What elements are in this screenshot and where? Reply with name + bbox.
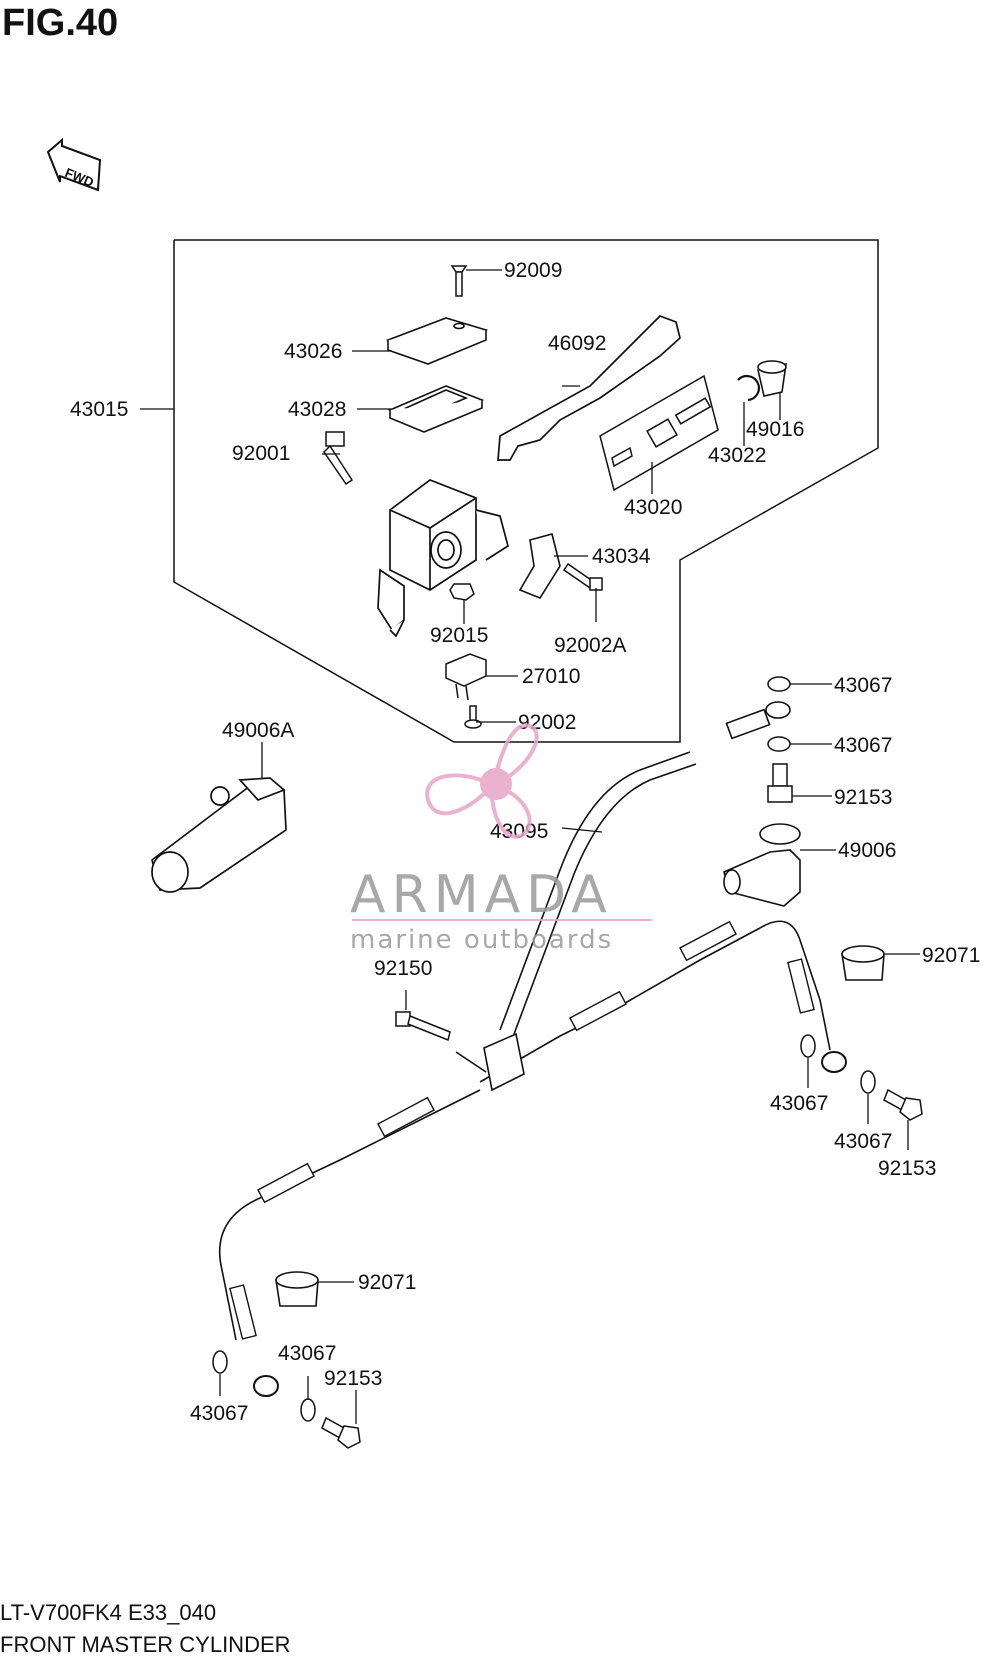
- label-92001: 92001: [232, 442, 290, 465]
- label-92150: 92150: [374, 957, 432, 980]
- label-92071-a: 92071: [922, 944, 980, 967]
- washer-lower-3: [212, 1350, 228, 1374]
- washer-lower-2: [860, 1070, 876, 1094]
- label-43067-d: 43067: [834, 1130, 892, 1153]
- washer-lower-1: [800, 1034, 816, 1058]
- reservoir-49006A: [151, 777, 287, 893]
- label-43015: 43015: [70, 398, 128, 421]
- banjo-bolt-upper: [767, 763, 793, 803]
- screw-92002: [464, 705, 482, 729]
- banjo-left: [253, 1375, 279, 1397]
- label-92015: 92015: [430, 624, 488, 647]
- label-92002A: 92002A: [554, 634, 626, 657]
- hose-43095: [499, 701, 791, 1035]
- banjo-right: [821, 1051, 847, 1073]
- cap-92071-left: [275, 1271, 319, 1307]
- label-49016: 49016: [746, 418, 804, 441]
- label-43034: 43034: [592, 545, 651, 568]
- label-92153-a: 92153: [834, 786, 892, 809]
- figure-code: LT-V700FK4 E33_040: [0, 1600, 217, 1625]
- label-92071-b: 92071: [358, 1271, 416, 1294]
- label-49006: 49006: [838, 839, 896, 862]
- label-43026: 43026: [284, 340, 342, 363]
- label-92153-b: 92153: [878, 1157, 936, 1180]
- label-43067-a: 43067: [834, 674, 892, 697]
- bolt-92001: [323, 431, 354, 486]
- brake-lever: [497, 315, 681, 461]
- banjo-bolt-left: [321, 1416, 361, 1449]
- piston-kit: [599, 374, 719, 492]
- fwd-arrow-icon: FWD: [46, 137, 102, 192]
- watermark-logo: ARMADA marine outboards: [350, 723, 652, 955]
- bolt-92150: [395, 1011, 451, 1042]
- washer-upper-2: [767, 736, 791, 752]
- label-43095: 43095: [490, 820, 548, 843]
- figure-name: FRONT MASTER CYLINDER: [0, 1632, 291, 1657]
- holder: [518, 533, 561, 599]
- label-46092: 46092: [548, 332, 606, 355]
- label-27010: 27010: [522, 665, 580, 688]
- label-92002: 92002: [518, 711, 576, 734]
- label-92153-c: 92153: [324, 1367, 382, 1390]
- hose-joint-49006: [723, 823, 801, 907]
- washer-lower-4: [300, 1398, 316, 1422]
- dust-boot: [757, 360, 787, 397]
- label-43022: 43022: [708, 444, 766, 467]
- nut-92015: [449, 583, 475, 601]
- diaphragm: [387, 385, 485, 433]
- label-43067-e: 43067: [278, 1342, 336, 1365]
- snap-ring: [737, 374, 760, 402]
- label-43067-f: 43067: [190, 1402, 248, 1425]
- banjo-bolt-right: [883, 1088, 923, 1121]
- screw-92009: [450, 265, 468, 297]
- propeller-icon: [425, 723, 539, 839]
- label-43067-c: 43067: [770, 1092, 828, 1115]
- label-92009: 92009: [504, 259, 562, 282]
- tee-joint: [483, 1032, 525, 1092]
- label-43067-b: 43067: [834, 734, 892, 757]
- master-cylinder-body: [377, 479, 509, 638]
- washer-upper-1: [767, 676, 791, 692]
- label-49006A: 49006A: [222, 719, 294, 742]
- hose-guards: [229, 920, 815, 1340]
- assembly-outline: [173, 239, 879, 743]
- label-43028: 43028: [288, 398, 346, 421]
- leader-lines: [140, 269, 920, 1424]
- figure-title: FIG.40: [2, 2, 119, 44]
- bolt-92002A: [562, 562, 603, 591]
- cap-92071-right: [841, 945, 885, 981]
- watermark-brand: ARMADA: [350, 865, 613, 925]
- reservoir-cap: [385, 317, 489, 365]
- watermark-tagline: marine outboards: [350, 925, 613, 955]
- label-43020: 43020: [624, 496, 682, 519]
- brake-switch: [445, 653, 487, 701]
